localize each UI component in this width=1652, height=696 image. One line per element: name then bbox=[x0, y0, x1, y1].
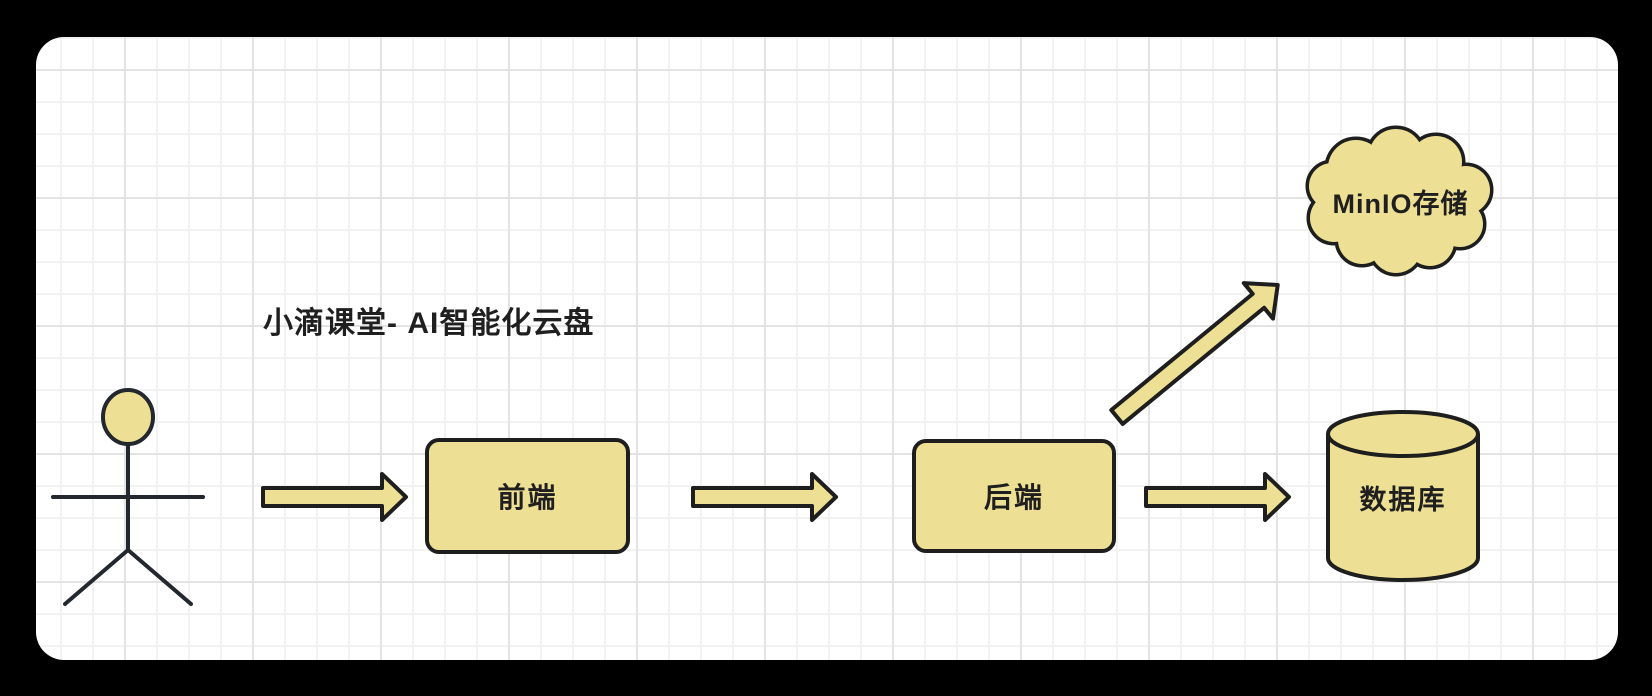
node-database-cylinder-shape bbox=[1326, 410, 1480, 582]
node-frontend: 前端 bbox=[425, 438, 630, 554]
arrow-backend-to-minio-icon bbox=[1109, 281, 1280, 426]
actor-stick-figure bbox=[51, 388, 205, 606]
arrow-backend-to-database-icon bbox=[1144, 472, 1291, 522]
node-backend: 后端 bbox=[912, 439, 1116, 553]
node-minio-cloud-shape bbox=[1305, 125, 1494, 277]
node-database: 数据库 bbox=[1324, 480, 1482, 515]
arrow-actor-to-frontend-icon bbox=[261, 472, 408, 522]
actor-left-leg bbox=[63, 548, 130, 606]
diagram-title: 小滴课堂- AI智能化云盘 bbox=[263, 307, 595, 340]
node-database-label: 数据库 bbox=[1359, 484, 1447, 515]
node-minio-label: MinIO存储 bbox=[1332, 188, 1469, 219]
node-minio: MinIO存储 bbox=[1304, 184, 1497, 219]
node-backend-label: 后端 bbox=[983, 482, 1044, 513]
actor-head bbox=[101, 388, 155, 446]
arrow-frontend-to-backend-icon bbox=[691, 472, 838, 522]
node-frontend-label: 前端 bbox=[497, 482, 558, 513]
actor-right-leg bbox=[126, 548, 193, 606]
